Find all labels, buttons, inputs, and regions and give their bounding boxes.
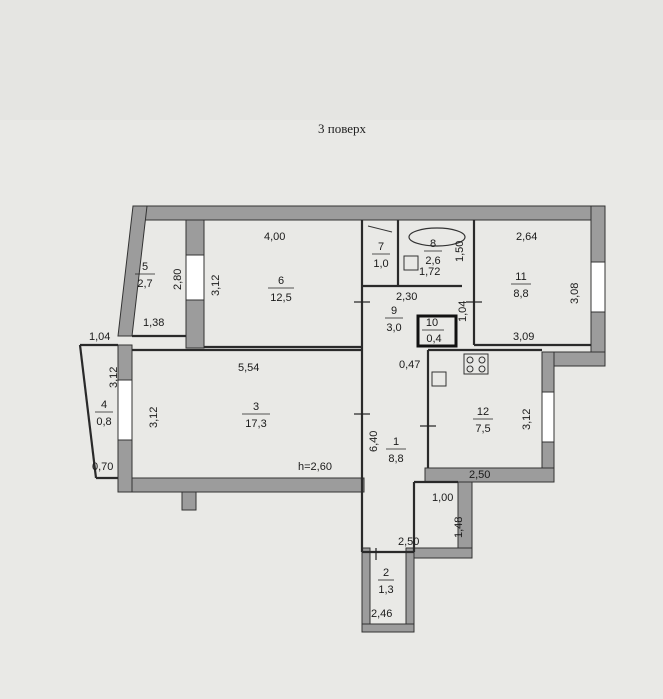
dim-2-50-room12: 2,50 xyxy=(469,469,490,481)
dim-3-08: 3,08 xyxy=(569,283,581,304)
wall-storage-right xyxy=(405,547,415,631)
room-labels: 1 8,8 2 1,3 3 17,3 4 0,8 5 2,7 6 12,5 7 … xyxy=(95,238,531,596)
sink-icon xyxy=(403,255,419,271)
dim-1-48: 1,48 xyxy=(453,517,465,538)
room-12-area: 7,5 xyxy=(475,423,490,435)
dim-height: h=2,60 xyxy=(298,461,332,473)
dim-2-46: 2,46 xyxy=(371,608,392,620)
dim-0-47: 0,47 xyxy=(399,359,420,371)
room-7-area: 1,0 xyxy=(373,258,388,270)
stove-icon xyxy=(463,353,489,375)
window-room3 xyxy=(117,379,133,441)
wc-line xyxy=(367,225,393,233)
dim-3-12-room4: 3,12 xyxy=(108,367,120,388)
room-6-area: 12,5 xyxy=(270,292,291,304)
room-9-number: 9 xyxy=(391,305,397,317)
wall-corridor-bottom xyxy=(413,547,473,559)
dim-1-38: 1,38 xyxy=(143,317,164,329)
room-5-number: 5 xyxy=(142,261,148,273)
dim-2-30: 2,30 xyxy=(396,291,417,303)
dim-5-54: 5,54 xyxy=(238,362,259,374)
interior-walls xyxy=(78,220,591,554)
room-10-box xyxy=(416,314,458,348)
wall-room4-slant xyxy=(78,344,98,479)
dim-1-04-room9: 1,04 xyxy=(457,301,469,322)
room-3-number: 3 xyxy=(253,401,259,413)
dim-1-04-room5: 1,04 xyxy=(89,331,110,343)
paper-shadow xyxy=(0,0,663,120)
bathtub-icon xyxy=(408,227,466,247)
wall-storage-left xyxy=(361,547,371,631)
dim-4-00: 4,00 xyxy=(264,231,285,243)
dim-2-64: 2,64 xyxy=(516,231,537,243)
wall-room3-jamb xyxy=(181,491,197,511)
room-10-number: 10 xyxy=(426,317,438,329)
room-6-number: 6 xyxy=(278,275,284,287)
room-9-area: 3,0 xyxy=(386,322,401,334)
room-11-area: 8,8 xyxy=(513,288,528,300)
room-2-number: 2 xyxy=(383,567,389,579)
room-8-number: 8 xyxy=(430,238,436,250)
room-10-area: 0,4 xyxy=(426,333,441,345)
room-1-number: 1 xyxy=(393,436,399,448)
floor-title: 3 поверх xyxy=(318,121,367,136)
window-room12 xyxy=(541,391,555,443)
window-room6 xyxy=(185,254,205,301)
room-12-number: 12 xyxy=(477,406,489,418)
room-8-area: 2,6 xyxy=(425,255,440,267)
room-2-area: 1,3 xyxy=(378,584,393,596)
room-11-number: 11 xyxy=(515,271,526,283)
dim-3-12-room6: 3,12 xyxy=(210,275,222,296)
dim-2-80: 2,80 xyxy=(172,269,184,290)
room-1-area: 8,8 xyxy=(388,453,403,465)
door-marks xyxy=(354,301,482,560)
dim-6-40: 6,40 xyxy=(368,431,380,452)
dim-1-00: 1,00 xyxy=(432,492,453,504)
dimension-labels: 4,00 2,64 1,50 1,72 2,80 3,12 2,30 1,04 … xyxy=(89,231,581,620)
dim-0-70: 0,70 xyxy=(92,461,113,473)
dim-1-72: 1,72 xyxy=(419,266,440,278)
room-4-number: 4 xyxy=(101,399,107,411)
dim-3-12-room12: 3,12 xyxy=(521,409,533,430)
window-room11 xyxy=(590,261,606,313)
windows xyxy=(117,254,606,443)
kitchen-sink-icon xyxy=(431,371,447,387)
wall-kitchen-bottom xyxy=(424,467,555,483)
wall-storage-bottom xyxy=(361,623,415,633)
dim-2-50-room1: 2,50 xyxy=(398,536,419,548)
wall-room3-bottom xyxy=(117,477,365,493)
dim-1-50: 1,50 xyxy=(454,241,466,262)
dim-3-09: 3,09 xyxy=(513,331,534,343)
wall-top xyxy=(132,205,606,221)
room-3-area: 17,3 xyxy=(245,418,266,430)
dim-3-12-room3: 3,12 xyxy=(148,407,160,428)
room-5-area: 2,7 xyxy=(137,278,152,290)
room-7-number: 7 xyxy=(378,241,384,253)
room-4-area: 0,8 xyxy=(96,416,111,428)
